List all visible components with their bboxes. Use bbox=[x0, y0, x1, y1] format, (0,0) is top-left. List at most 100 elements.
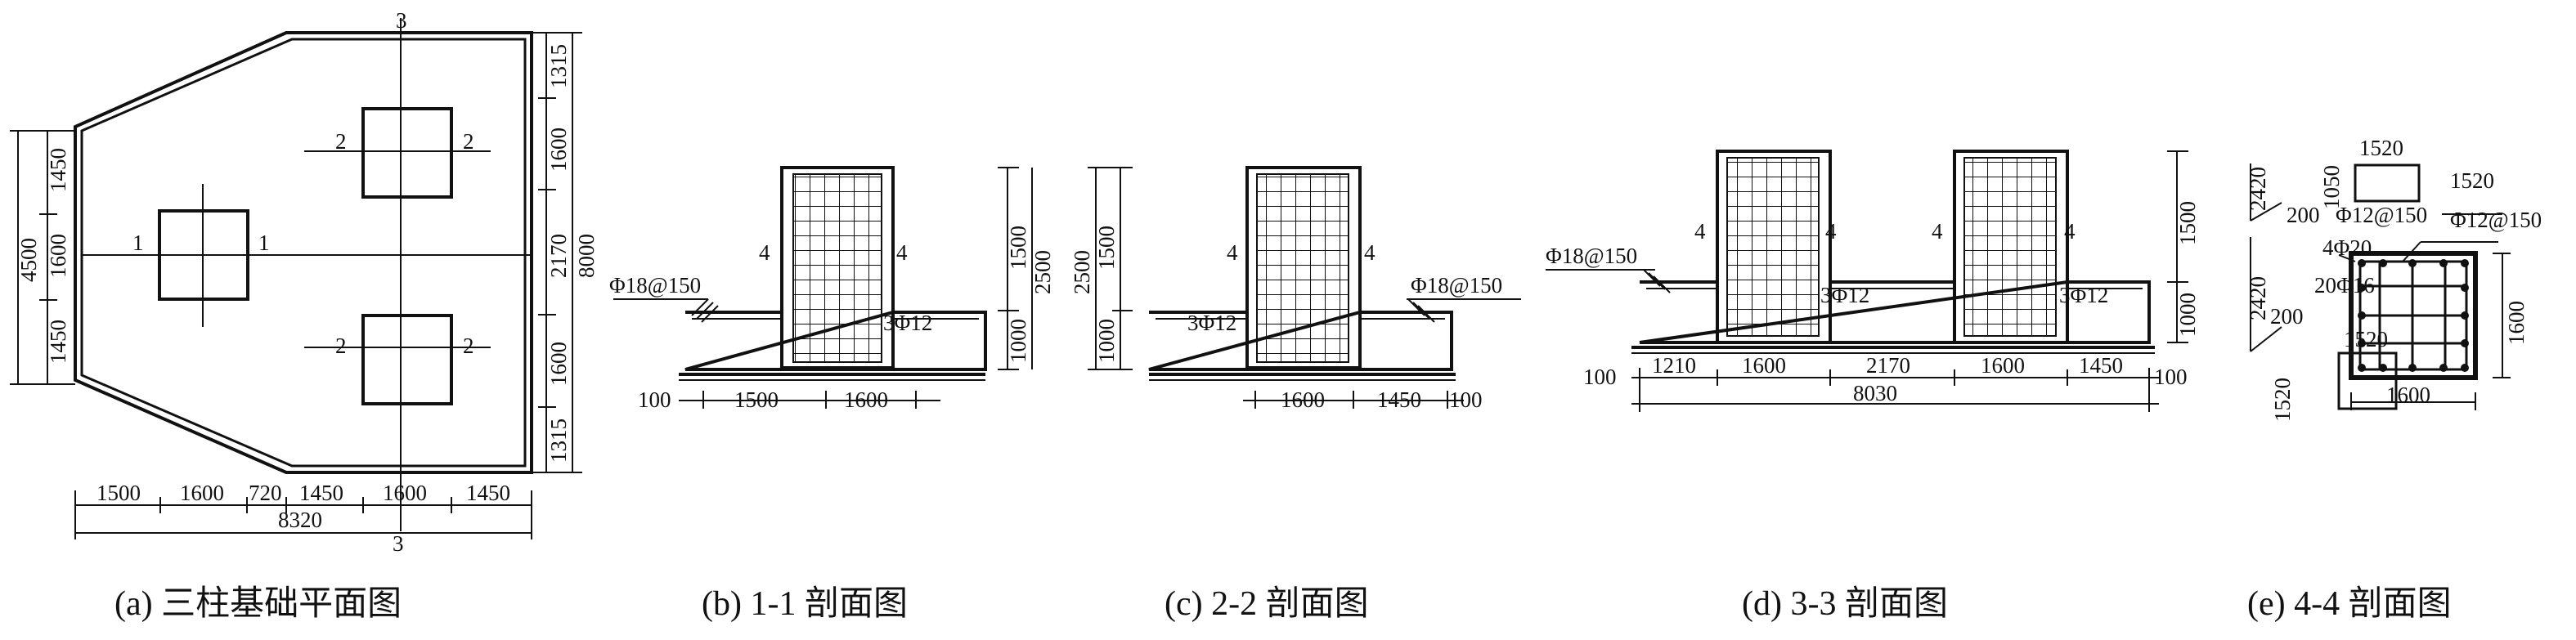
dim-left-1: 1450 bbox=[46, 148, 70, 192]
section-mark-4-d-1: 4 bbox=[1694, 219, 1706, 244]
dim-c-100: 100 bbox=[1449, 387, 1483, 412]
dim-right-2: 1600 bbox=[546, 128, 571, 172]
dim-bottom-3: 720 bbox=[249, 481, 282, 505]
stirrup-label-d-right: 3Φ12 bbox=[2059, 283, 2108, 307]
stirrup-label-c: 3Φ12 bbox=[1187, 311, 1236, 335]
footing-b bbox=[684, 311, 987, 371]
dim-d-8030: 8030 bbox=[1853, 381, 1897, 405]
panel-e-bars bbox=[2358, 259, 2469, 372]
dim-bottom-1: 1500 bbox=[96, 481, 141, 505]
hoop-bottom bbox=[2337, 351, 2398, 410]
dim-right-1: 1315 bbox=[546, 44, 571, 88]
dim-c-1500: 1500 bbox=[1094, 226, 1119, 270]
plan-outline-outer bbox=[74, 31, 533, 474]
e-right-1600: 1600 bbox=[2504, 301, 2529, 345]
section-mark-4-d-3: 4 bbox=[1932, 219, 1943, 244]
column-upper bbox=[361, 107, 453, 199]
dim-c-2500: 2500 bbox=[1070, 250, 1094, 294]
e-bottom-1600: 1600 bbox=[2386, 383, 2430, 407]
panel-c-text: Φ18@150 3Φ12 4 4 1500 1000 2500 1600 145… bbox=[1070, 226, 1502, 623]
dim-c-1000: 1000 bbox=[1094, 319, 1119, 363]
rebar-label-d: Φ18@150 bbox=[1546, 244, 1637, 268]
dim-d-1000: 1000 bbox=[2175, 293, 2200, 337]
dim-c-1450: 1450 bbox=[1377, 387, 1421, 412]
panel-e-section bbox=[2250, 163, 2511, 410]
section-mark-3-bottom: 3 bbox=[393, 531, 404, 556]
e-side-1520: 1520 bbox=[2450, 168, 2494, 193]
caption-c: (c) 2-2 剖面图 bbox=[1165, 585, 1369, 623]
e-top-box-width: 1520 bbox=[2359, 136, 2403, 160]
panel-a-plan bbox=[10, 18, 582, 539]
stirrup-label-d-left: 3Φ12 bbox=[1820, 283, 1869, 307]
section-mark-3-top: 3 bbox=[396, 8, 407, 33]
section-mark-2-ur: 2 bbox=[463, 129, 474, 154]
section-mark-2-ll: 2 bbox=[335, 333, 347, 358]
caption-b: (b) 1-1 剖面图 bbox=[702, 585, 908, 623]
dim-d-1210: 1210 bbox=[1652, 353, 1696, 378]
dim-d-1500: 1500 bbox=[2175, 201, 2200, 245]
dim-bottom-4: 1450 bbox=[299, 481, 343, 505]
panel-e-text: 1520 1050 1520 Φ12@150 Φ12@150 200 4Φ20 … bbox=[2246, 136, 2542, 623]
e-d200-b: 200 bbox=[2270, 304, 2304, 329]
section-mark-1-left: 1 bbox=[132, 230, 144, 255]
dim-left-outer: 4500 bbox=[16, 238, 41, 282]
dim-b-100: 100 bbox=[638, 387, 671, 412]
dim-right-4: 1600 bbox=[546, 342, 571, 386]
e-d200-a: 200 bbox=[2287, 203, 2320, 227]
e-height-2420-a: 2420 bbox=[2246, 167, 2270, 211]
section-mark-2-ul: 2 bbox=[335, 129, 347, 154]
dim-d-100-right: 100 bbox=[2154, 365, 2188, 389]
dim-b-1500-h: 1500 bbox=[734, 387, 779, 412]
column-left bbox=[158, 209, 249, 301]
e-bar-4: 4Φ20 bbox=[2322, 235, 2372, 260]
dim-d-1450: 1450 bbox=[2079, 353, 2123, 378]
section-mark-2-lr: 2 bbox=[463, 333, 474, 358]
dim-d-2170: 2170 bbox=[1866, 353, 1910, 378]
e-rebar-1: Φ12@150 bbox=[2336, 203, 2427, 227]
panel-d-text: Φ18@150 3Φ12 3Φ12 4 4 4 4 1500 1000 100 … bbox=[1546, 201, 2200, 623]
dim-d-100-left: 100 bbox=[1583, 365, 1617, 389]
dim-left-3: 1450 bbox=[46, 320, 70, 364]
rebar-label-b: Φ18@150 bbox=[609, 273, 701, 298]
section-mark-4-c-right: 4 bbox=[1364, 240, 1376, 265]
e-height-2420-b: 2420 bbox=[2246, 276, 2270, 320]
section-mark-4-b-left: 4 bbox=[759, 240, 770, 265]
panel-c-section bbox=[1088, 166, 1521, 409]
dim-right-5: 1315 bbox=[546, 418, 571, 463]
dim-bottom-outer: 8320 bbox=[278, 508, 322, 532]
dim-right-outer: 8000 bbox=[574, 234, 599, 278]
panel-b-section bbox=[613, 166, 1033, 409]
footing-d bbox=[1639, 280, 2151, 344]
rebar-label-c: Φ18@150 bbox=[1411, 273, 1502, 298]
e-bar-20: 20Φ16 bbox=[2314, 273, 2375, 298]
dim-b-1600: 1600 bbox=[844, 387, 888, 412]
section-mark-4-d-2: 4 bbox=[1825, 219, 1837, 244]
stirrup-label-b: 3Φ12 bbox=[883, 311, 932, 335]
e-rebar-2: Φ12@150 bbox=[2450, 208, 2542, 232]
hoop-top bbox=[2354, 163, 2421, 203]
panel-d-section bbox=[1546, 150, 2188, 412]
column-section bbox=[2349, 251, 2478, 380]
section-mark-4-b-right: 4 bbox=[896, 240, 908, 265]
plan-outline-inner bbox=[80, 38, 527, 468]
e-bottom-box-width: 1520 bbox=[2344, 327, 2388, 351]
dim-bottom-2: 1600 bbox=[180, 481, 224, 505]
caption-a: (a) 三柱基础平面图 bbox=[114, 585, 402, 623]
dim-b-1000: 1000 bbox=[1006, 319, 1030, 363]
dim-right-3: 2170 bbox=[546, 234, 571, 278]
section-mark-4-c-left: 4 bbox=[1227, 240, 1238, 265]
e-bottom-box-height: 1520 bbox=[2270, 378, 2295, 422]
caption-e: (e) 4-4 剖面图 bbox=[2247, 585, 2452, 623]
dim-left-2: 1600 bbox=[46, 234, 70, 278]
column-lower bbox=[361, 314, 453, 405]
panel-b-text: Φ18@150 3Φ12 4 4 1500 1000 2500 100 1500… bbox=[609, 226, 1055, 623]
caption-d: (d) 3-3 剖面图 bbox=[1742, 585, 1948, 623]
dim-d-1600-a: 1600 bbox=[1742, 353, 1786, 378]
e-top-box-height: 1050 bbox=[2319, 165, 2344, 209]
dim-b-2500: 2500 bbox=[1030, 250, 1055, 294]
section-mark-4-d-4: 4 bbox=[2064, 219, 2076, 244]
dim-b-1500: 1500 bbox=[1006, 226, 1030, 270]
dim-d-1600-b: 1600 bbox=[1981, 353, 2025, 378]
